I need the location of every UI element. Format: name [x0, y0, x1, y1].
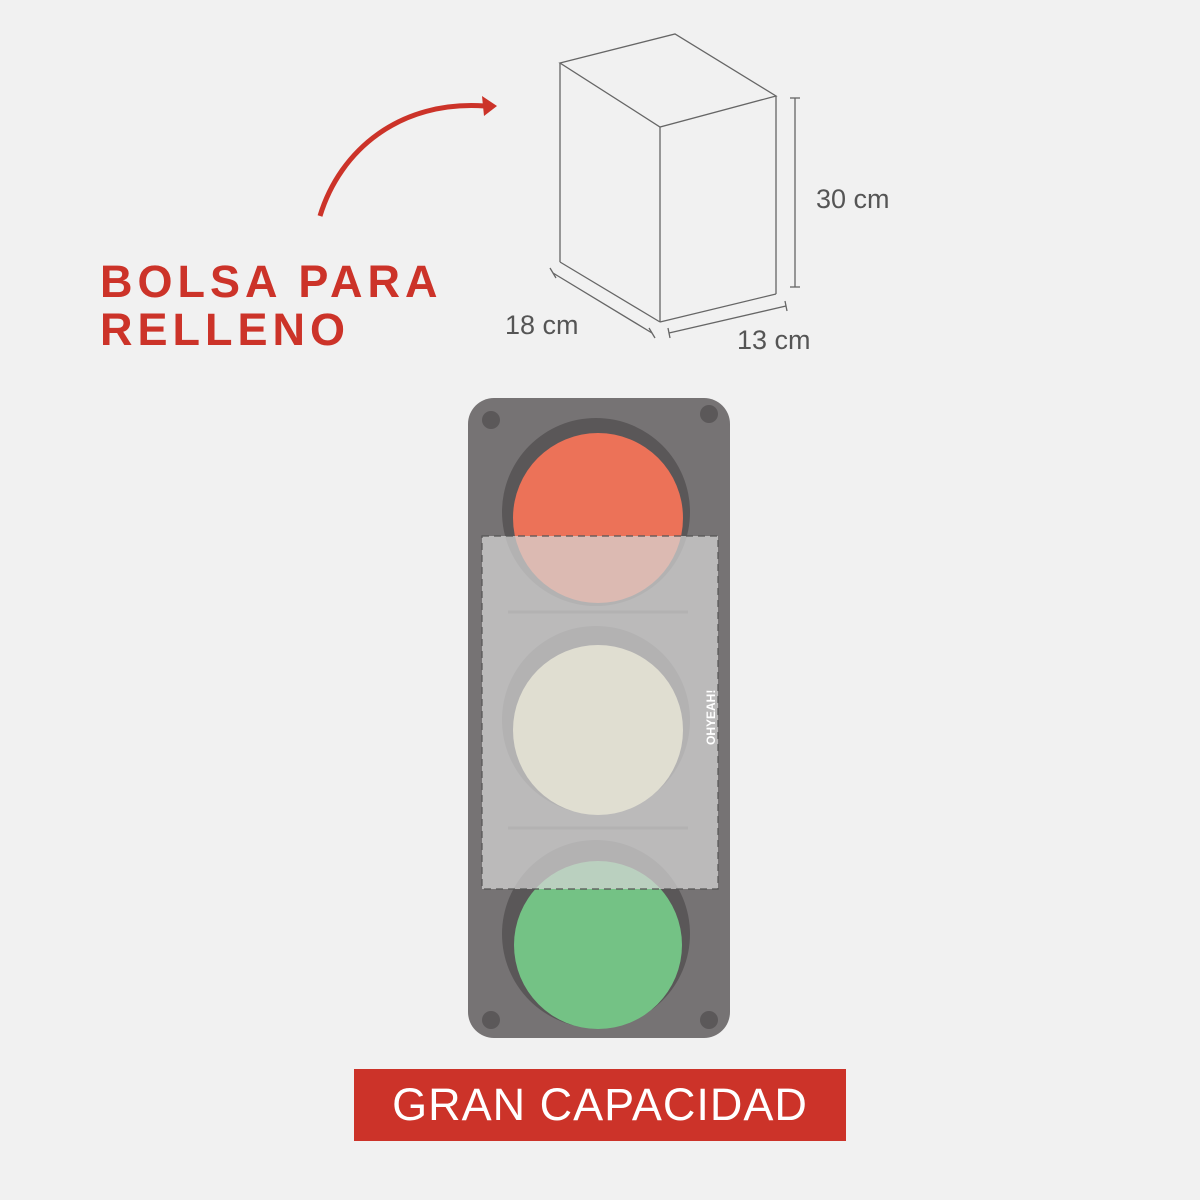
height-dimension: 30 cm: [816, 184, 890, 214]
width-dimension: 13 cm: [737, 325, 811, 355]
curved-arrow-icon: [317, 103, 486, 217]
brand-logo: OHYEAH!: [704, 690, 718, 745]
arrow-head-icon: [482, 96, 497, 116]
label-line-2: RELLENO: [100, 304, 351, 355]
label-line-1: BOLSA PARA: [100, 256, 443, 307]
capacity-banner: GRAN CAPACIDAD: [354, 1069, 846, 1141]
product-label: BOLSA PARA RELLENO: [100, 258, 443, 354]
bag-box-wireframe: [549, 33, 800, 339]
traffic-light-cushion: OHYEAH!: [468, 398, 730, 1038]
depth-dimension: 18 cm: [505, 310, 579, 340]
